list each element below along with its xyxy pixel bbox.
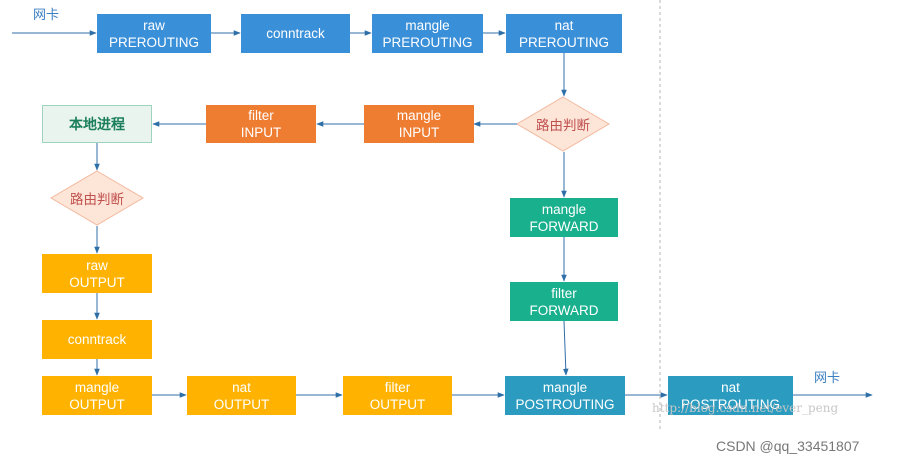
arrow-filter-forward-to-postrouting <box>562 320 569 376</box>
conntrack-output-label: conntrack <box>67 332 127 347</box>
mangle-postrouting-table: mangle <box>542 379 588 395</box>
conntrack-prerouting-box: conntrack <box>241 14 350 53</box>
raw-output-table: raw <box>86 257 108 273</box>
nat-output-chain: OUTPUT <box>213 396 270 412</box>
mangle-prerouting-chain: PREROUTING <box>382 34 473 50</box>
csdn-credit: CSDN @qq_33451807 <box>716 438 860 454</box>
filter-output-table: filter <box>384 379 411 395</box>
mangle-forward-chain: FORWARD <box>529 218 599 234</box>
filter-input-chain: INPUT <box>240 125 282 140</box>
watermark-url: http://blog.csdn.net/ever_peng <box>652 401 839 415</box>
nat-postrouting-box: nat POSTROUTING <box>668 376 793 415</box>
mangle-output-box: mangle OUTPUT <box>42 376 152 415</box>
mangle-postrouting-chain: POSTROUTING <box>515 396 615 412</box>
mangle-prerouting-table: mangle <box>405 17 450 33</box>
mangle-postrouting-box: mangle POSTROUTING <box>505 376 625 415</box>
local-process-box: 本地进程 <box>42 105 152 143</box>
filter-forward-box: filter FORWARD <box>510 282 618 321</box>
nat-prerouting-table: nat <box>554 17 574 33</box>
route-decision-1-shape <box>516 96 610 152</box>
mangle-forward-table: mangle <box>541 201 587 217</box>
nat-postrouting-table: nat <box>721 379 740 395</box>
filter-input-box: filter INPUT <box>206 105 316 143</box>
raw-prerouting-table: raw <box>143 17 165 33</box>
mangle-prerouting-box: mangle PREROUTING <box>372 14 483 53</box>
mangle-forward-box: mangle FORWARD <box>510 198 618 237</box>
raw-output-chain: OUTPUT <box>69 274 125 290</box>
raw-prerouting-box: raw PREROUTING <box>97 14 211 53</box>
mangle-output-table: mangle <box>74 379 120 395</box>
route-decision-1: 路由判断 <box>536 118 590 133</box>
conntrack-output-box: conntrack <box>42 320 152 359</box>
local-process-label: 本地进程 <box>69 115 125 132</box>
route-decision-2: 路由判断 <box>70 192 124 207</box>
nat-output-box: nat OUTPUT <box>187 376 296 415</box>
route-decision-2-shape <box>50 170 144 226</box>
nic-label-in: 网卡 <box>33 7 60 22</box>
nat-prerouting-box: nat PREROUTING <box>506 14 622 53</box>
filter-forward-chain: FORWARD <box>529 302 599 318</box>
mangle-input-table: mangle <box>396 108 442 123</box>
mangle-input-chain: INPUT <box>398 125 440 140</box>
mangle-input-box: mangle INPUT <box>364 105 474 143</box>
raw-prerouting-chain: PREROUTING <box>108 34 199 50</box>
raw-output-box: raw OUTPUT <box>42 254 152 293</box>
nat-output-table: nat <box>232 379 251 395</box>
filter-output-chain: OUTPUT <box>369 396 426 412</box>
filter-input-table: filter <box>248 108 274 123</box>
nic-label-out: 网卡 <box>814 370 841 385</box>
nat-prerouting-chain: PREROUTING <box>518 34 609 50</box>
filter-forward-table: filter <box>551 285 577 301</box>
mangle-output-chain: OUTPUT <box>69 396 125 412</box>
filter-output-box: filter OUTPUT <box>343 376 452 415</box>
conntrack-prerouting-label: conntrack <box>266 26 325 41</box>
nat-postrouting-chain: POSTROUTING <box>680 396 780 412</box>
